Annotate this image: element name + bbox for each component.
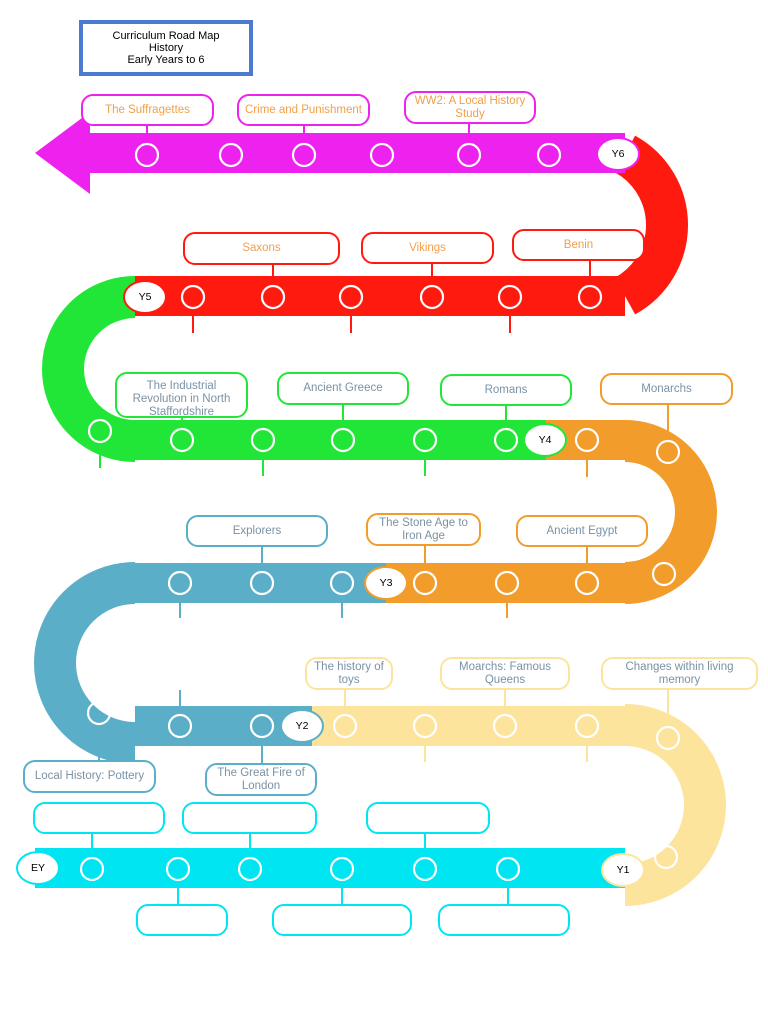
topic-ancient-egypt: Ancient Egypt [516, 515, 648, 547]
road-curve-y2 [34, 562, 136, 764]
road-y2-upper [135, 563, 386, 603]
road-curve-y1 [624, 704, 726, 906]
topic-benin: Benin [512, 229, 645, 261]
topic-local-history-pottery: Local History: Pottery [23, 760, 156, 793]
topic-explorers: Explorers [186, 515, 328, 547]
topic-stone-age-to-iron-age: The Stone Age to Iron Age [366, 513, 481, 546]
road-y5 [135, 276, 625, 316]
year-marker-ey: EY [16, 851, 60, 885]
topic-romans: Romans [440, 374, 572, 406]
year-marker-y2: Y2 [280, 709, 324, 743]
year-marker-y5: Y5 [123, 280, 167, 314]
year-marker-y3: Y3 [364, 566, 408, 600]
topic-changes-within-living-memory: Changes within living memory [601, 657, 758, 690]
ey-label-1 [33, 802, 165, 834]
topic-famous-queens: Moarchs: Famous Queens [440, 657, 570, 690]
road-y6 [85, 133, 625, 173]
ey-label-4 [136, 904, 228, 936]
title-line-3: Early Years to 6 [127, 54, 205, 66]
road-curve-y4 [42, 276, 136, 462]
year-marker-y1: Y1 [601, 853, 645, 887]
year-marker-y4: Y4 [523, 423, 567, 457]
title-line-1: Curriculum Road Map [112, 30, 220, 42]
road-curve-y3 [624, 420, 717, 604]
topic-saxons: Saxons [183, 232, 340, 265]
ey-label-3 [366, 802, 490, 834]
title-line-2: History [148, 42, 184, 54]
topic-history-of-toys: The history of toys [305, 657, 393, 690]
road-y3 [386, 563, 625, 603]
road-y1 [312, 706, 625, 746]
road-curve-y5 [614, 135, 688, 315]
topic-suffragettes: The Suffragettes [81, 94, 214, 126]
topic-ww2-local-history: WW2: A Local History Study [404, 91, 536, 124]
title-box: Curriculum Road Map History Early Years … [79, 20, 253, 76]
ey-label-2 [182, 802, 317, 834]
topic-monarchs: Monarchs [600, 373, 733, 405]
topic-ancient-greece: Ancient Greece [277, 372, 409, 405]
topic-vikings: Vikings [361, 232, 494, 264]
road-arrow-head [35, 112, 90, 194]
topic-crime-and-punishment: Crime and Punishment [237, 94, 370, 126]
road-y4 [135, 420, 546, 460]
ey-label-6 [438, 904, 570, 936]
year-marker-y6: Y6 [596, 137, 640, 171]
topic-industrial-revolution: The Industrial Revolution in North Staff… [115, 372, 248, 418]
topic-great-fire-of-london: The Great Fire of London [205, 763, 317, 796]
ey-label-5 [272, 904, 412, 936]
